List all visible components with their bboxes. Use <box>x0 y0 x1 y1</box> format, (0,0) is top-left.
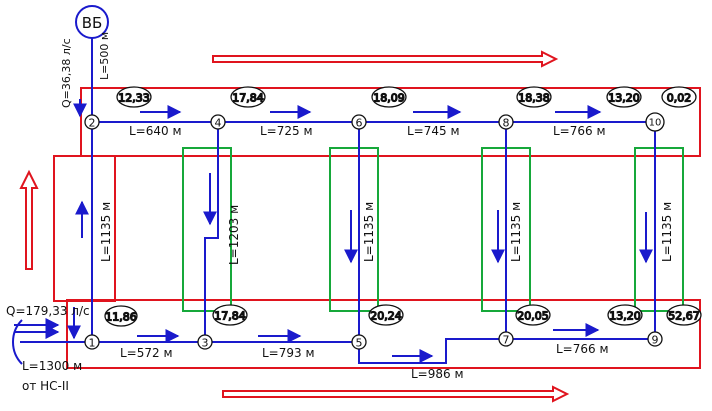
node-2: 2 <box>84 114 100 130</box>
svg-text:18,09: 18,09 <box>373 92 405 105</box>
svg-text:6: 6 <box>356 117 363 130</box>
source-from-label: от НС-II <box>22 379 69 393</box>
svg-text:9: 9 <box>652 334 659 347</box>
tower-label: ВБ <box>82 14 103 32</box>
svg-text:20,24: 20,24 <box>370 310 402 323</box>
direction-arrow-top <box>212 50 559 68</box>
nodes: 1 2 3 4 5 6 7 8 9 10 <box>84 112 665 350</box>
pipe-labels: L=640 м L=725 м L=745 м L=766 м L=572 м … <box>99 124 674 381</box>
label-vert-3-4: L=1203 м <box>227 205 241 265</box>
label-top-4-6: L=725 м <box>260 124 313 138</box>
green-rings <box>182 147 684 312</box>
svg-text:2: 2 <box>89 117 96 130</box>
node-4: 4 <box>210 114 226 130</box>
source-length-label: L=1300 м <box>22 359 82 373</box>
flow-node-8: 18,38 <box>516 86 552 108</box>
svg-text:10: 10 <box>649 118 662 129</box>
flow-node-5: 20,24 <box>368 304 404 326</box>
label-vert-1-2: L=1135 м <box>99 202 113 262</box>
node-10: 10 <box>645 112 665 132</box>
svg-text:7: 7 <box>503 334 510 347</box>
svg-text:4: 4 <box>215 117 222 130</box>
node-5: 5 <box>351 334 367 350</box>
label-bot-7-9: L=766 м <box>556 342 609 356</box>
flow-arrows <box>75 105 653 363</box>
flow-node-2: 12,33 <box>116 86 152 108</box>
pipe-4-3 <box>204 122 219 342</box>
node-7: 7 <box>498 331 514 347</box>
node-1: 1 <box>84 334 100 350</box>
svg-text:13,20: 13,20 <box>609 310 641 323</box>
green-ring-4-3 <box>182 147 232 312</box>
label-top-8-10: L=766 м <box>553 124 606 138</box>
label-bot-1-3: L=572 м <box>120 346 173 360</box>
pipe-5-7 <box>358 338 506 364</box>
svg-text:17,84: 17,84 <box>214 310 246 323</box>
svg-text:1: 1 <box>89 337 96 350</box>
green-ring-10-9 <box>634 147 684 312</box>
svg-text:3: 3 <box>202 337 209 350</box>
label-top-2-4: L=640 м <box>129 124 182 138</box>
node-8: 8 <box>498 114 514 130</box>
label-vert-9-10: L=1135 м <box>660 202 674 262</box>
svg-text:52,67: 52,67 <box>668 310 700 323</box>
flow-node-9: 13,20 <box>607 304 643 326</box>
svg-text:11,86: 11,86 <box>105 311 137 324</box>
source-inflow <box>12 99 87 365</box>
label-top-6-8: L=745 м <box>407 124 460 138</box>
direction-arrow-left <box>19 169 39 270</box>
svg-text:12,33: 12,33 <box>118 92 150 105</box>
flow-node-3: 17,84 <box>212 304 248 326</box>
svg-text:0,02: 0,02 <box>667 92 692 105</box>
node-3: 3 <box>197 334 213 350</box>
svg-text:8: 8 <box>503 117 510 130</box>
tower-length-label: L=500 м <box>98 32 111 80</box>
flow-node-4: 17,84 <box>230 86 266 108</box>
node-9: 9 <box>647 331 663 347</box>
label-vert-7-8: L=1135 м <box>509 202 523 262</box>
green-ring-6-5 <box>329 147 379 312</box>
direction-arrow-bottom <box>222 385 570 403</box>
flow-node-7: 20,05 <box>515 304 551 326</box>
pipes <box>20 35 656 364</box>
tower-flow-label: Q=36,38 л/с <box>60 38 73 108</box>
label-vert-5-6: L=1135 м <box>362 202 376 262</box>
node-6: 6 <box>351 114 367 130</box>
flow-node-1: 11,86 <box>104 305 138 327</box>
flow-node-9-extra: 52,67 <box>666 304 702 326</box>
flow-node-6: 18,09 <box>371 86 407 108</box>
source-flow-label: Q=179,33 л/с <box>6 304 90 318</box>
flow-node-10: 13,20 <box>606 86 642 108</box>
svg-text:20,05: 20,05 <box>517 310 549 323</box>
label-bot-5-7: L=986 м <box>411 367 464 381</box>
svg-text:5: 5 <box>356 337 363 350</box>
svg-text:13,20: 13,20 <box>608 92 640 105</box>
svg-text:18,38: 18,38 <box>518 92 550 105</box>
flow-node-10-extra: 0,02 <box>661 86 697 108</box>
svg-text:17,84: 17,84 <box>232 92 264 105</box>
water-tower: ВБ <box>75 5 109 39</box>
label-bot-3-5: L=793 м <box>262 346 315 360</box>
node-flows: 11,86 12,33 17,84 17,84 20,24 18,09 20,0… <box>104 86 702 327</box>
